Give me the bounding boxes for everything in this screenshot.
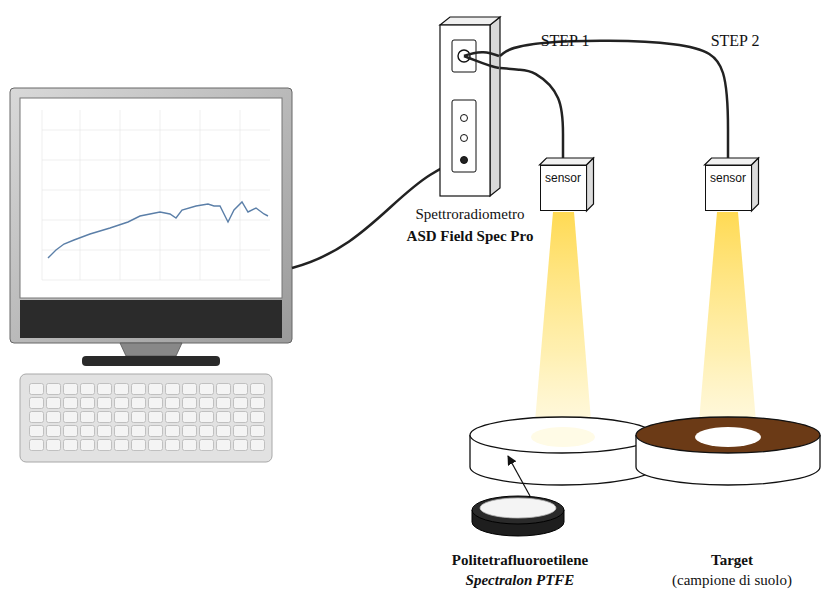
step-label: STEP 2: [711, 32, 760, 50]
fiber-optic-cable: [500, 68, 563, 158]
reference-disk: [470, 417, 654, 485]
sensor-label: sensor: [706, 170, 751, 187]
sensor-box-faces: [705, 158, 759, 211]
device-name: ASD Field Spec Pro: [407, 226, 534, 248]
material-name: Politetrafluoroetilene: [452, 552, 588, 569]
step-label: STEP 1: [541, 32, 590, 50]
keyboard: [20, 374, 272, 462]
light-beam: [697, 212, 758, 445]
spectralon-panel: [472, 496, 564, 536]
spectroradiometer: SpettroradiometroASD Field Spec Pro: [440, 17, 500, 196]
sensor-label: sensor: [541, 170, 586, 187]
target-label: (campione di suolo): [672, 572, 792, 589]
fiber-optic-cable: [500, 41, 728, 158]
soil-sample-disk: [636, 417, 820, 485]
leader-arrow: [508, 456, 530, 496]
computer-monitor: [10, 88, 292, 366]
device-caption: SpettroradiometroASD Field Spec Pro: [407, 204, 534, 248]
spectroradiometer-housing: [440, 17, 500, 196]
target-label: Target: [711, 552, 753, 569]
sensor-box: sensor: [540, 165, 587, 211]
device-name: Spettroradiometro: [407, 204, 534, 226]
material-name: Spectralon PTFE: [466, 572, 575, 589]
light-beam: [533, 212, 593, 445]
sensor-box: sensor: [705, 165, 752, 211]
sensor-box-faces: [540, 158, 594, 211]
